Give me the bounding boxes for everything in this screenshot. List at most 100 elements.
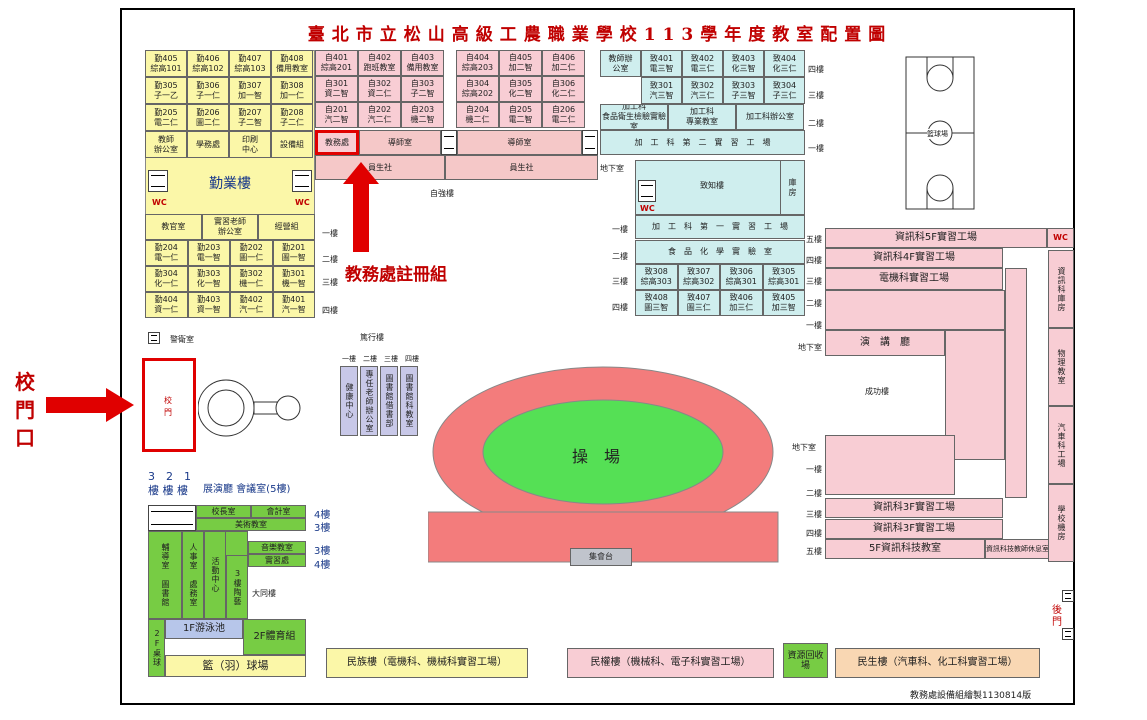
classroom: 教師辦 公室 [600, 50, 641, 77]
classroom: 實習老師 辦公室 [201, 214, 259, 240]
classroom: 致303 子三智 [723, 77, 764, 104]
back-gate-text: 後 門 [1052, 605, 1062, 628]
classroom: 致305 綜高301 [762, 264, 805, 290]
right-column-block [945, 330, 1005, 460]
classroom: 勤308 加一仁 [271, 77, 313, 104]
floor-label: 3樓 [314, 523, 331, 534]
classroom: 自301 資二智 [315, 76, 358, 102]
academic-office: 教務處 [315, 130, 359, 155]
floor-label: 四樓 [322, 306, 338, 315]
gate-arrow-icon [46, 388, 134, 422]
right-column-room: 學校機房 [1048, 484, 1074, 562]
classroom: 致304 子三仁 [764, 77, 805, 104]
classroom: 印刷 中心 [229, 131, 271, 158]
classroom: 勤307 加一智 [229, 77, 271, 104]
it-teacher-rest: 資訊科技教師休息室 [985, 539, 1050, 559]
classroom: 勤202 圖一仁 [230, 240, 273, 266]
it-3f-workshop: 資訊科3F實習工場 [825, 498, 1003, 518]
classroom: 致308 綜高303 [635, 264, 678, 290]
duxing-teacher: 專任老師辦公室 [360, 366, 378, 436]
floor-label: 地下室 [792, 443, 816, 452]
floor-label: 一樓 [612, 225, 628, 234]
classroom: 自203 機二智 [401, 102, 444, 128]
classroom: 自304 綜高202 [456, 76, 499, 102]
classroom: 勤208 子二仁 [271, 104, 313, 131]
right-upper-block [825, 290, 1005, 330]
stairs-icon [638, 180, 656, 202]
classroom: 自402 跑班教室 [358, 50, 401, 76]
registration-office-label: 教務處註冊組 [345, 265, 447, 285]
accounting-office: 會計室 [251, 505, 306, 518]
classroom: 勤408 備用教室 [271, 50, 313, 77]
floor-label: 地下室 [600, 164, 624, 173]
floor-label: 一樓 [322, 229, 338, 238]
gate-label-char-1: 校 [15, 370, 35, 394]
music-classroom: 音樂教室 [248, 541, 306, 554]
guard-room-label: 警衛室 [170, 335, 194, 344]
right-column-room: 物理教室 [1048, 328, 1074, 406]
floor-label: 三樓 [612, 277, 628, 286]
classroom: 自204 機二仁 [456, 102, 499, 128]
classroom: 勤306 子一仁 [187, 77, 229, 104]
classroom: 勤405 綜高101 [145, 50, 187, 77]
classroom: 致402 電三仁 [682, 50, 723, 77]
floor-label: 五樓 [806, 235, 822, 244]
classroom: 勤305 子一乙 [145, 77, 187, 104]
chenggong-label: 成功樓 [865, 387, 889, 396]
floor-label: 三樓 [322, 278, 338, 287]
wc-label: WC [640, 204, 655, 213]
floor-label: 二樓 [322, 255, 338, 264]
minquan-building: 民權樓（機械科、電子科實習工場） [567, 648, 774, 678]
classroom: 勤201 圖一智 [272, 240, 315, 266]
classroom: 勤205 電二仁 [145, 104, 187, 131]
datong-room-d: 3樓陶藝 [226, 555, 248, 619]
floor-label: 四樓 [806, 256, 822, 265]
classroom: 勤302 機一仁 [230, 266, 273, 292]
workshop-processing-1: 加 工 科 第 一 實 習 工 場 [635, 215, 805, 239]
duxing-label: 篤行樓 [360, 333, 384, 342]
badminton-court: 籃（羽）球場 [165, 655, 306, 677]
main-gate-text: 校 門 [164, 396, 172, 417]
duxing-floors: 一樓 二樓 三樓 四樓 [342, 355, 419, 363]
practice-office: 實習處 [248, 554, 306, 567]
classroom: 勤203 電一智 [187, 240, 230, 266]
floor-label: 一樓 [808, 144, 824, 153]
classroom: 勤303 化一智 [187, 266, 230, 292]
datong-room-a: 輔導室 圖書館 [148, 531, 182, 619]
main-gate-box [142, 358, 196, 452]
floor-label: 三樓 [806, 277, 822, 286]
map-frame [120, 8, 1075, 705]
gate-post-icon [1062, 590, 1074, 602]
right-column-room: 資訊科庫房 [1048, 250, 1074, 328]
floor-label: 四樓 [806, 529, 822, 538]
floor-label: 一樓 [806, 465, 822, 474]
classroom: 勤301 機一智 [272, 266, 315, 292]
classroom: 自401 綜高201 [315, 50, 358, 76]
qinye-label: 勤業樓 [175, 158, 285, 210]
stairs-icon [292, 170, 312, 192]
classroom: 致306 綜高301 [720, 264, 763, 290]
minsheng-building: 民生樓（汽車科、化工科實習工場） [835, 648, 1040, 678]
minzu-building: 民族樓（電機科、機械科實習工場） [326, 648, 528, 678]
classroom: 設備組 [271, 131, 313, 158]
classroom: 自303 子二智 [401, 76, 444, 102]
classroom: 加工科 專業教室 [668, 104, 736, 130]
classroom: 加工科 食品衛生檢驗實驗室 [600, 104, 668, 130]
classroom: 致405 加三智 [762, 290, 805, 316]
right-column-room: 汽車科工場 [1048, 406, 1074, 484]
principal-office: 校長室 [196, 505, 251, 518]
basketball-court-icon [905, 56, 975, 210]
classroom: 勤403 資一智 [187, 292, 230, 318]
floor-label: 二樓 [806, 489, 822, 498]
playground-track [428, 366, 779, 563]
classroom: 自302 資二仁 [358, 76, 401, 102]
classroom: 勤407 綜高103 [229, 50, 271, 77]
food-chem-lab: 食 品 化 學 實 驗 室 [635, 240, 805, 264]
roundabout-icon [198, 379, 301, 437]
classroom: 自305 化二智 [499, 76, 542, 102]
floor-label: 4樓 [314, 510, 331, 521]
stairs-icon [582, 130, 598, 155]
classroom: 教官室 [145, 214, 202, 240]
classroom: 致301 汽三智 [641, 77, 682, 104]
